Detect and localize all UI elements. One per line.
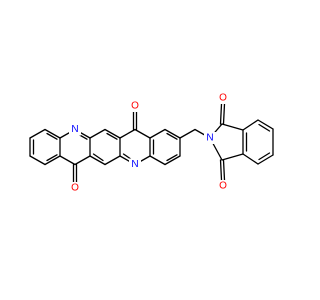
phthalimide-benzene-bonds	[242, 119, 274, 165]
svg-text:O: O	[71, 183, 79, 194]
svg-text:O: O	[131, 101, 139, 112]
svg-text:N: N	[206, 133, 213, 144]
oxygen-atom-2: O	[69, 182, 81, 194]
oxygen-atom-4: O	[217, 180, 229, 192]
imide-ring-bonds	[209, 103, 244, 181]
molecule-structure: N N N O O O O	[29, 92, 274, 194]
ring-c-bonds	[89, 128, 121, 166]
molecule-canvas: N N N O O O O	[29, 92, 274, 194]
svg-text:N: N	[131, 159, 138, 170]
svg-text:N: N	[71, 124, 78, 135]
atom-labels: N N N O O O O	[69, 92, 229, 194]
oxygen-atom-1: O	[129, 100, 141, 112]
svg-text:O: O	[219, 93, 227, 104]
nitrogen-atom-2: N	[129, 158, 141, 171]
svg-text:O: O	[219, 181, 227, 192]
ring-b-bonds	[59, 128, 91, 183]
oxygen-atom-3: O	[217, 92, 229, 104]
ring-d-bonds	[119, 111, 151, 166]
nitrogen-atom-3: N	[204, 132, 216, 144]
ring-e-bonds	[149, 128, 181, 166]
nitrogen-atom-1: N	[69, 123, 81, 136]
ring-a-bonds	[29, 128, 61, 166]
